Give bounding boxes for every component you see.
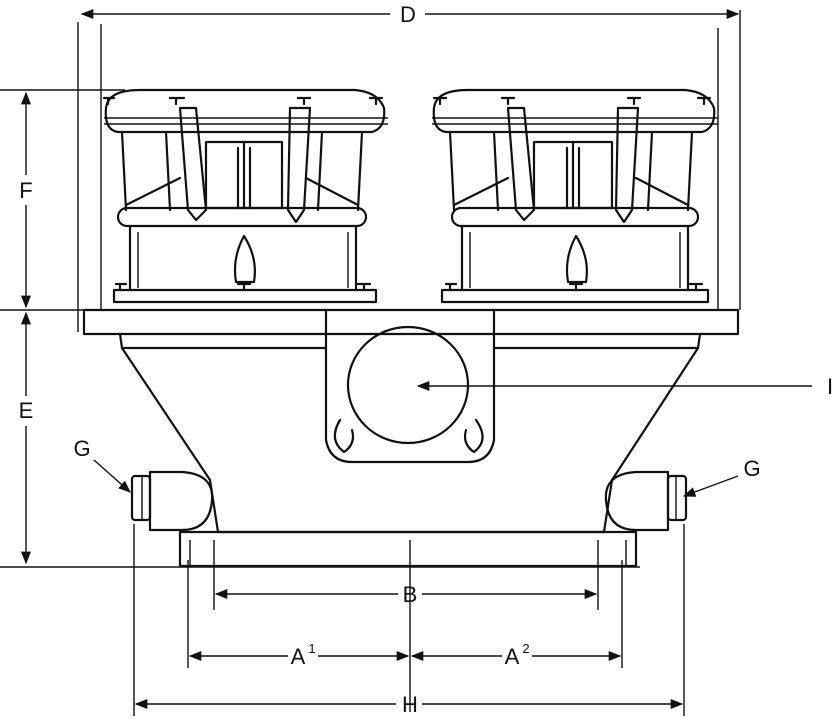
label-h: H <box>402 692 418 717</box>
label-e: E <box>19 398 34 423</box>
right-filter-basket <box>432 88 718 304</box>
label-g-right: G <box>743 456 760 481</box>
label-f: F <box>19 178 32 203</box>
leader-g-right: G <box>682 456 761 497</box>
extension-lines <box>133 524 685 716</box>
label-b: B <box>403 582 418 607</box>
right-outlet <box>604 470 688 532</box>
left-outlet <box>130 470 214 532</box>
label-g-left: G <box>73 436 90 461</box>
dimension-b: B <box>214 582 598 607</box>
housing-body <box>82 308 740 568</box>
label-a2-superscript: 2 <box>522 641 529 656</box>
label-a1: A <box>291 644 306 669</box>
leader-g-left: G <box>73 436 131 493</box>
leader-i: I <box>416 374 833 399</box>
dimension-f: F <box>0 89 125 309</box>
label-a2: A <box>505 644 520 669</box>
label-i: I <box>827 374 833 399</box>
dimension-d: D <box>77 2 741 332</box>
dimension-h: H <box>134 692 684 717</box>
label-d: D <box>400 2 416 27</box>
dimension-a2: A 2 <box>410 641 622 669</box>
dimension-a1: A 1 <box>188 641 410 669</box>
label-a1-superscript: 1 <box>308 641 315 656</box>
left-filter-basket <box>102 88 388 304</box>
